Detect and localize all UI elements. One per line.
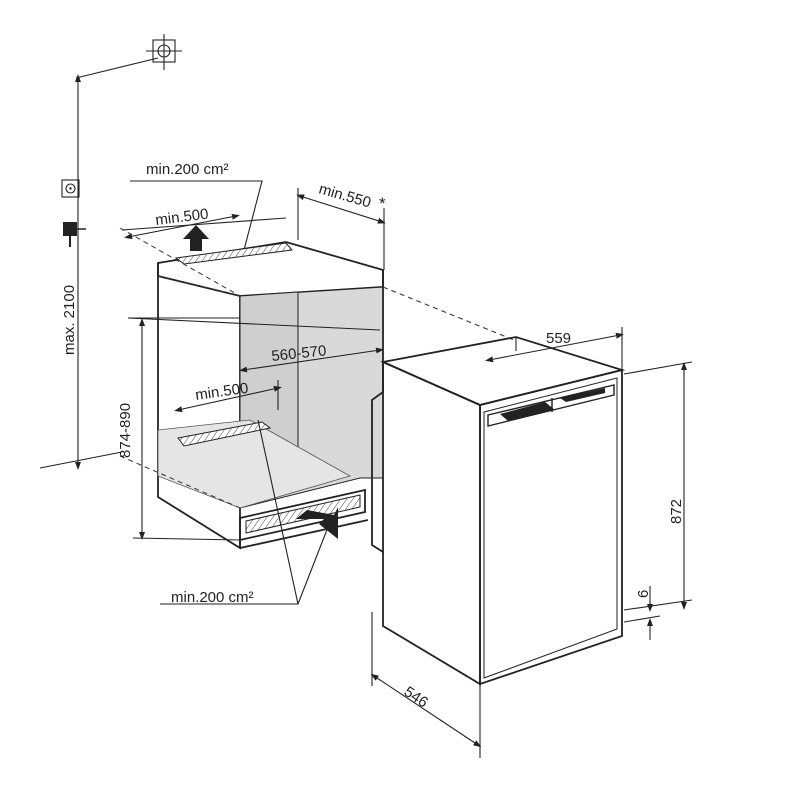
niche-height-ext-bottom xyxy=(132,537,241,541)
niche-width-reference xyxy=(127,317,381,331)
depth-dimension-line xyxy=(370,673,482,748)
vent-bottom-label: min.200 cm² xyxy=(171,589,254,606)
appliance-width-label: 559 xyxy=(546,330,571,347)
width-dimension-line xyxy=(485,332,624,363)
top-vent-slot xyxy=(174,242,293,265)
plinth-offset-label: 6 xyxy=(635,590,652,598)
niche-cabinet xyxy=(157,241,384,553)
vent-top-leader xyxy=(130,180,263,251)
handle-recess-left xyxy=(500,402,555,421)
top-depth-dimension-line xyxy=(124,213,240,240)
max-height-label: max. 2100 xyxy=(61,285,78,355)
vent-top-label: min.200 cm² xyxy=(146,161,229,178)
niche-height-label: 874-890 xyxy=(117,403,134,458)
dashed-line-a xyxy=(119,227,241,297)
bottom-depth-dimension-line xyxy=(174,385,282,413)
offset-ext xyxy=(623,615,661,623)
crosshair-icon xyxy=(146,34,182,70)
dashed-line-b xyxy=(382,286,515,341)
top-depth-label: min.500 xyxy=(154,206,209,229)
appliance-depth-label: 546 xyxy=(401,683,431,711)
niche-depth-label: min.550 xyxy=(317,181,373,212)
ceiling-reference-line xyxy=(75,57,159,79)
niche-width-dimension-line xyxy=(239,347,384,373)
plug-icon xyxy=(63,222,86,247)
niche-depth-dimension-line xyxy=(296,194,386,224)
appliance-body xyxy=(379,336,626,686)
handle-recess-right xyxy=(560,388,605,402)
socket-icon xyxy=(61,179,80,198)
height-ext-bottom xyxy=(623,599,693,611)
bottom-vent-slot xyxy=(177,421,272,447)
niche-depth-asterisk: * xyxy=(379,194,386,213)
height-ext-top xyxy=(623,361,693,375)
appliance-height-label: 872 xyxy=(668,499,685,524)
arrow-in-icon xyxy=(296,507,338,539)
vent-bottom-leader-b xyxy=(297,521,331,605)
niche-width-label: 560-570 xyxy=(271,342,328,365)
floor-reference-line xyxy=(39,451,123,469)
arrow-up-icon xyxy=(183,225,209,251)
